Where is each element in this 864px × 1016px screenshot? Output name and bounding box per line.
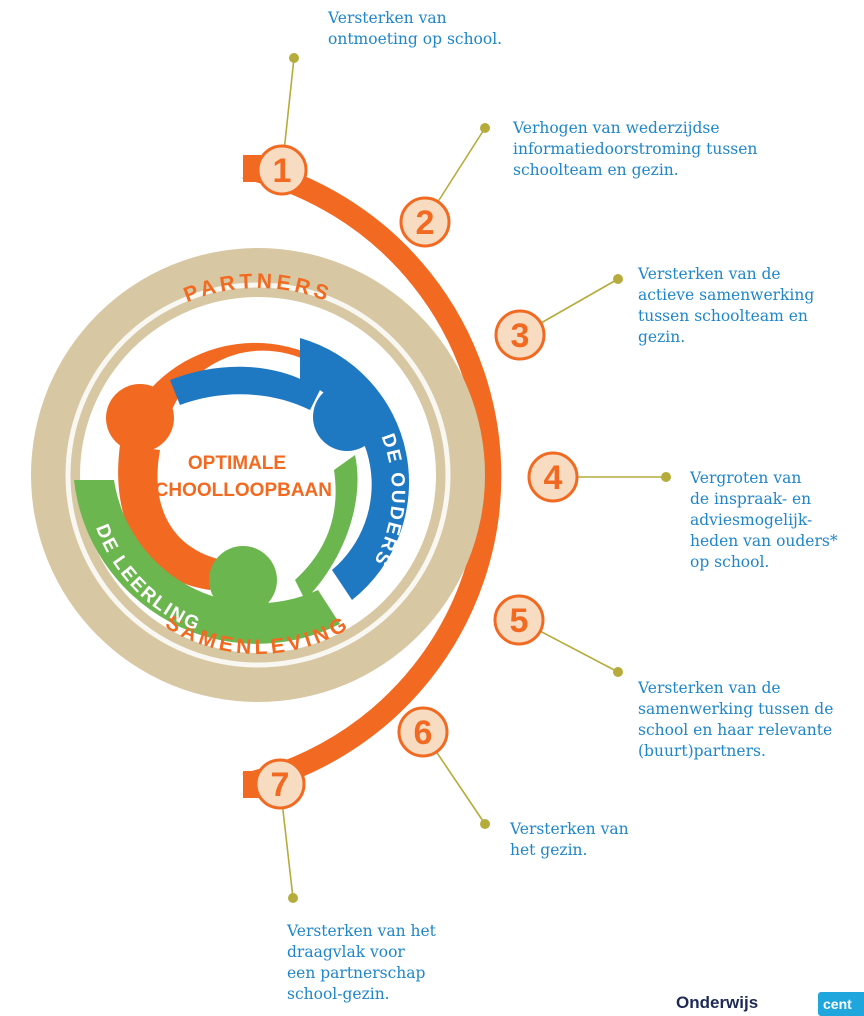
- leerling-arm: [295, 455, 358, 600]
- step-badge-7: 7: [254, 758, 306, 810]
- step-badge-circle-5: [493, 594, 545, 646]
- center-title-line2: SCHOOLLOOPBAAN: [142, 480, 332, 501]
- footer-badge: cent: [818, 992, 864, 1016]
- ouders-segment: [300, 338, 410, 600]
- leerling-head: [209, 546, 277, 614]
- center-title-line1: OPTIMALE: [188, 453, 286, 474]
- leader-dot-2: [480, 123, 490, 133]
- step-number-7: 7: [271, 766, 290, 804]
- partnership-wheel: PARTNERS SAMENLEVING DE SCHOOL DE OUDERS…: [31, 248, 485, 702]
- step-number-2: 2: [416, 204, 435, 242]
- step-badge-circle-2: [399, 196, 451, 248]
- leader-dot-5: [613, 667, 623, 677]
- step-badges: 1 2 3 4 5 6 7: [254, 144, 579, 810]
- leader-dot-6: [480, 819, 490, 829]
- step-number-6: 6: [414, 714, 433, 752]
- school-head: [106, 384, 174, 452]
- ring-groove: [65, 282, 451, 668]
- step-badge-3: 3: [494, 309, 546, 361]
- step-number-1: 1: [273, 152, 292, 190]
- step-badge-circle-3: [494, 309, 546, 361]
- leader-dot-4: [661, 472, 671, 482]
- step-badge-circle-1: [256, 144, 308, 196]
- step-badge-6: 6: [397, 706, 449, 758]
- leader-dot-3: [613, 274, 623, 284]
- step-number-4: 4: [544, 459, 563, 497]
- ouders-head: [313, 383, 381, 451]
- step-badge-circle-4: [527, 451, 579, 503]
- step-badge-circle-6: [397, 706, 449, 758]
- leader-dot-1: [289, 53, 299, 63]
- footer-brand: Onderwijs: [676, 993, 759, 1012]
- step-badge-4: 4: [527, 451, 579, 503]
- step-badge-5: 5: [493, 594, 545, 646]
- step-number-5: 5: [510, 602, 529, 640]
- step-badge-1: 1: [256, 144, 308, 196]
- ouders-arm: [170, 366, 320, 410]
- school-segment: [125, 342, 365, 428]
- leerling-segment: [74, 480, 340, 644]
- step-badge-2: 2: [399, 196, 451, 248]
- step-badge-circle-7: [254, 758, 306, 810]
- arc-cap-top: [243, 155, 261, 182]
- progress-arc: [242, 157, 502, 795]
- step-number-3: 3: [511, 317, 530, 355]
- leader-dot-7: [288, 893, 298, 903]
